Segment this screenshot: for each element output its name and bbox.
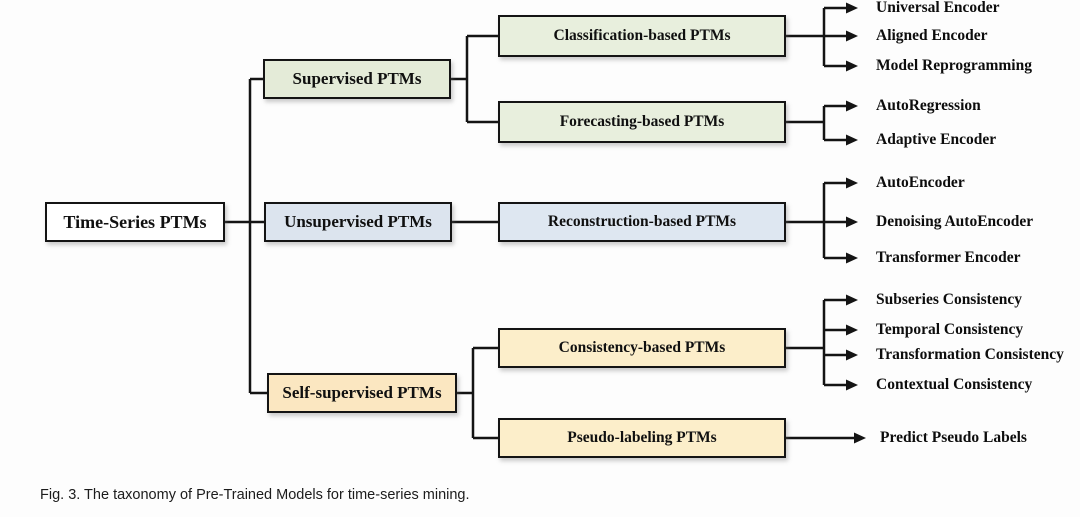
node-forecasting-based-ptms: Forecasting-based PTMs xyxy=(498,101,786,143)
forecasting-leaf-arrows xyxy=(786,100,858,146)
arrowhead-icon xyxy=(846,379,858,391)
leaf-transformer-encoder: Transformer Encoder xyxy=(876,249,1021,266)
leaf-denoising-autoencoder: Denoising AutoEncoder xyxy=(876,213,1034,230)
arrowhead-icon xyxy=(846,30,858,42)
node-classification-based-ptms: Classification-based PTMs xyxy=(498,15,786,57)
arrowhead-icon xyxy=(846,177,858,189)
figure-caption: Fig. 3. The taxonomy of Pre-Trained Mode… xyxy=(40,487,470,503)
leaf-temporal-consistency: Temporal Consistency xyxy=(876,321,1024,338)
node-unsupervised-ptms: Unsupervised PTMs xyxy=(264,202,452,242)
selfsupervised-branch-connectors xyxy=(457,346,498,440)
consistency-leaf-arrows xyxy=(786,294,858,391)
node-supervised-ptms: Supervised PTMs xyxy=(263,59,451,99)
supervised-branch-connectors xyxy=(451,34,498,124)
node-self-supervised-ptms: Self-supervised PTMs xyxy=(267,373,457,413)
leaf-adaptive-encoder: Adaptive Encoder xyxy=(876,131,997,148)
classification-leaf-arrows xyxy=(786,2,858,72)
trunk-connectors xyxy=(225,77,267,395)
reconstruction-leaf-arrows xyxy=(786,177,858,264)
arrowhead-icon xyxy=(846,100,858,112)
node-time-series-ptms: Time-Series PTMs xyxy=(45,202,225,242)
leaf-universal-encoder: Universal Encoder xyxy=(876,0,1000,16)
leaf-aligned-encoder: Aligned Encoder xyxy=(876,27,988,44)
arrowhead-icon xyxy=(846,216,858,228)
leaf-autoregression: AutoRegression xyxy=(876,97,981,114)
arrowhead-icon xyxy=(854,432,866,444)
leaf-model-reprogramming: Model Reprogramming xyxy=(876,57,1032,74)
node-consistency-based-ptms: Consistency-based PTMs xyxy=(498,328,786,368)
arrowhead-icon xyxy=(846,60,858,72)
arrowhead-icon xyxy=(846,294,858,306)
arrowhead-icon xyxy=(846,134,858,146)
node-reconstruction-based-ptms: Reconstruction-based PTMs xyxy=(498,202,786,242)
pseudo-labeling-leaf-arrow xyxy=(786,432,866,444)
leaf-subseries-consistency: Subseries Consistency xyxy=(876,291,1022,308)
arrowhead-icon xyxy=(846,2,858,14)
leaf-predict-pseudo-labels: Predict Pseudo Labels xyxy=(880,429,1027,446)
node-pseudo-labeling-ptms: Pseudo-labeling PTMs xyxy=(498,418,786,458)
arrowhead-icon xyxy=(846,252,858,264)
arrowhead-icon xyxy=(846,324,858,336)
arrowhead-icon xyxy=(846,349,858,361)
leaf-transformation-consistency: Transformation Consistency xyxy=(876,346,1064,363)
leaf-autoencoder: AutoEncoder xyxy=(876,174,965,191)
leaf-contextual-consistency: Contextual Consistency xyxy=(876,376,1033,393)
